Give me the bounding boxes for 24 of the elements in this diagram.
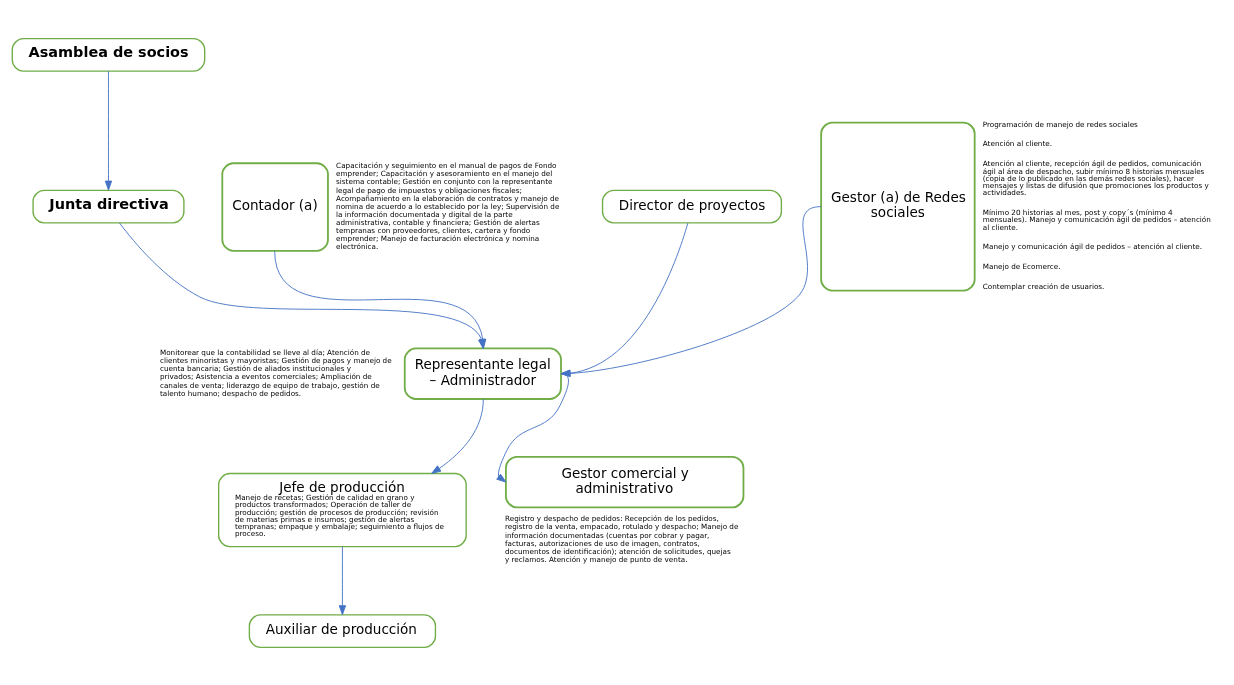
arrow bbox=[560, 205, 822, 377]
node-box: Asamblea de socios bbox=[11, 37, 206, 72]
node-label: Atención al cliente, recepción ágil de pedidos, comunicación ágil al área de despacho, subir mínimo 8 historias mensuales (copia de lo publicado en las demás redes sociales), hacer mensajes y listas de difusión que promociones los productos y actividades. bbox=[982, 158, 1209, 197]
node-label: Programación de manejo de redes sociales bbox=[982, 119, 1138, 129]
node-label: Registro y despacho de pedidos: Recepción de los pedidos, registro de la venta, empacado, rotulado y despacho; Manejo de información documentadas (cuentas por cobrar y pagar, facturas, autorizaciones de uso de imagen, contratos, documentos de identificación); atención de solicitudes, quejas y reclamos. Atención y manejo de punto de venta. bbox=[505, 513, 739, 564]
node-box: Auxiliar de producción bbox=[248, 613, 437, 648]
node-label: Contemplar creación de usuarios. bbox=[982, 281, 1105, 291]
node-box: Junta directiva bbox=[32, 189, 185, 224]
arrow bbox=[338, 545, 347, 615]
arrow bbox=[104, 70, 113, 191]
node-box: Representante legal – Administrador bbox=[403, 347, 562, 400]
arrow bbox=[431, 398, 484, 474]
node-label: Capacitación y seguimiento en el manual de pagos de Fondo emprender; Capacitación y asesoramiento en el manejo del sistema contable; Gestión en conjunto con la representante legal de pago de impuestos y obligaciones fiscales; Acompañamiento en la elaboración de contratos y manejo de nomina de acuerdo a lo establecido por la ley; Supervisión de la información documentada y digital de la parte administrativa, contable y financiera; Gestión de alertas tempranas con proveedores, clientes, cartera y fondo emprender; Manejo de facturación electrónica y nomina electrónica. bbox=[336, 160, 560, 251]
node-label: Manejo y comunicación ágil de pedidos – atención al cliente. bbox=[982, 241, 1203, 251]
node-label: Mínimo 20 historias al mes, post y copy´s (mínimo 4 mensuales). Manejo y comunicación ágil de pedidos – atención al cliente. bbox=[982, 207, 1211, 232]
node-label: Monitorear que la contabilidad se lleve al día; Atención de clientes minoristas y mayoristas; Gestión de pagos y manejo de cuenta bancaria; Gestión de aliados institucionales y privados; Asistencia a eventos comerciales; Ampliación de canales de venta; liderazgo de equipo de trabajo, gestión de talento humano; despacho de pedidos. bbox=[159, 347, 392, 398]
node-label: Manejo de Ecomerce. bbox=[982, 261, 1061, 271]
node-label: Atención al cliente. bbox=[982, 138, 1053, 148]
node-box: Jefe de producción Manejo de recetas; Gestión de calidad en grano y productos transformados; Operación de taller de producción; gestión de procesos de producción; revisión de materias primas e insumos; gestión de alertas tempranas; empaque y embalaje; seguimiento a flujos de proceso. bbox=[218, 472, 467, 547]
node-box: Director de proyectos bbox=[601, 189, 783, 224]
node-box: Contador (a) bbox=[221, 161, 329, 252]
node-box: Gestor comercial y administrativo bbox=[505, 455, 745, 508]
node-box: Gestor (a) de Redes sociales bbox=[820, 121, 976, 291]
arrow bbox=[560, 222, 689, 377]
